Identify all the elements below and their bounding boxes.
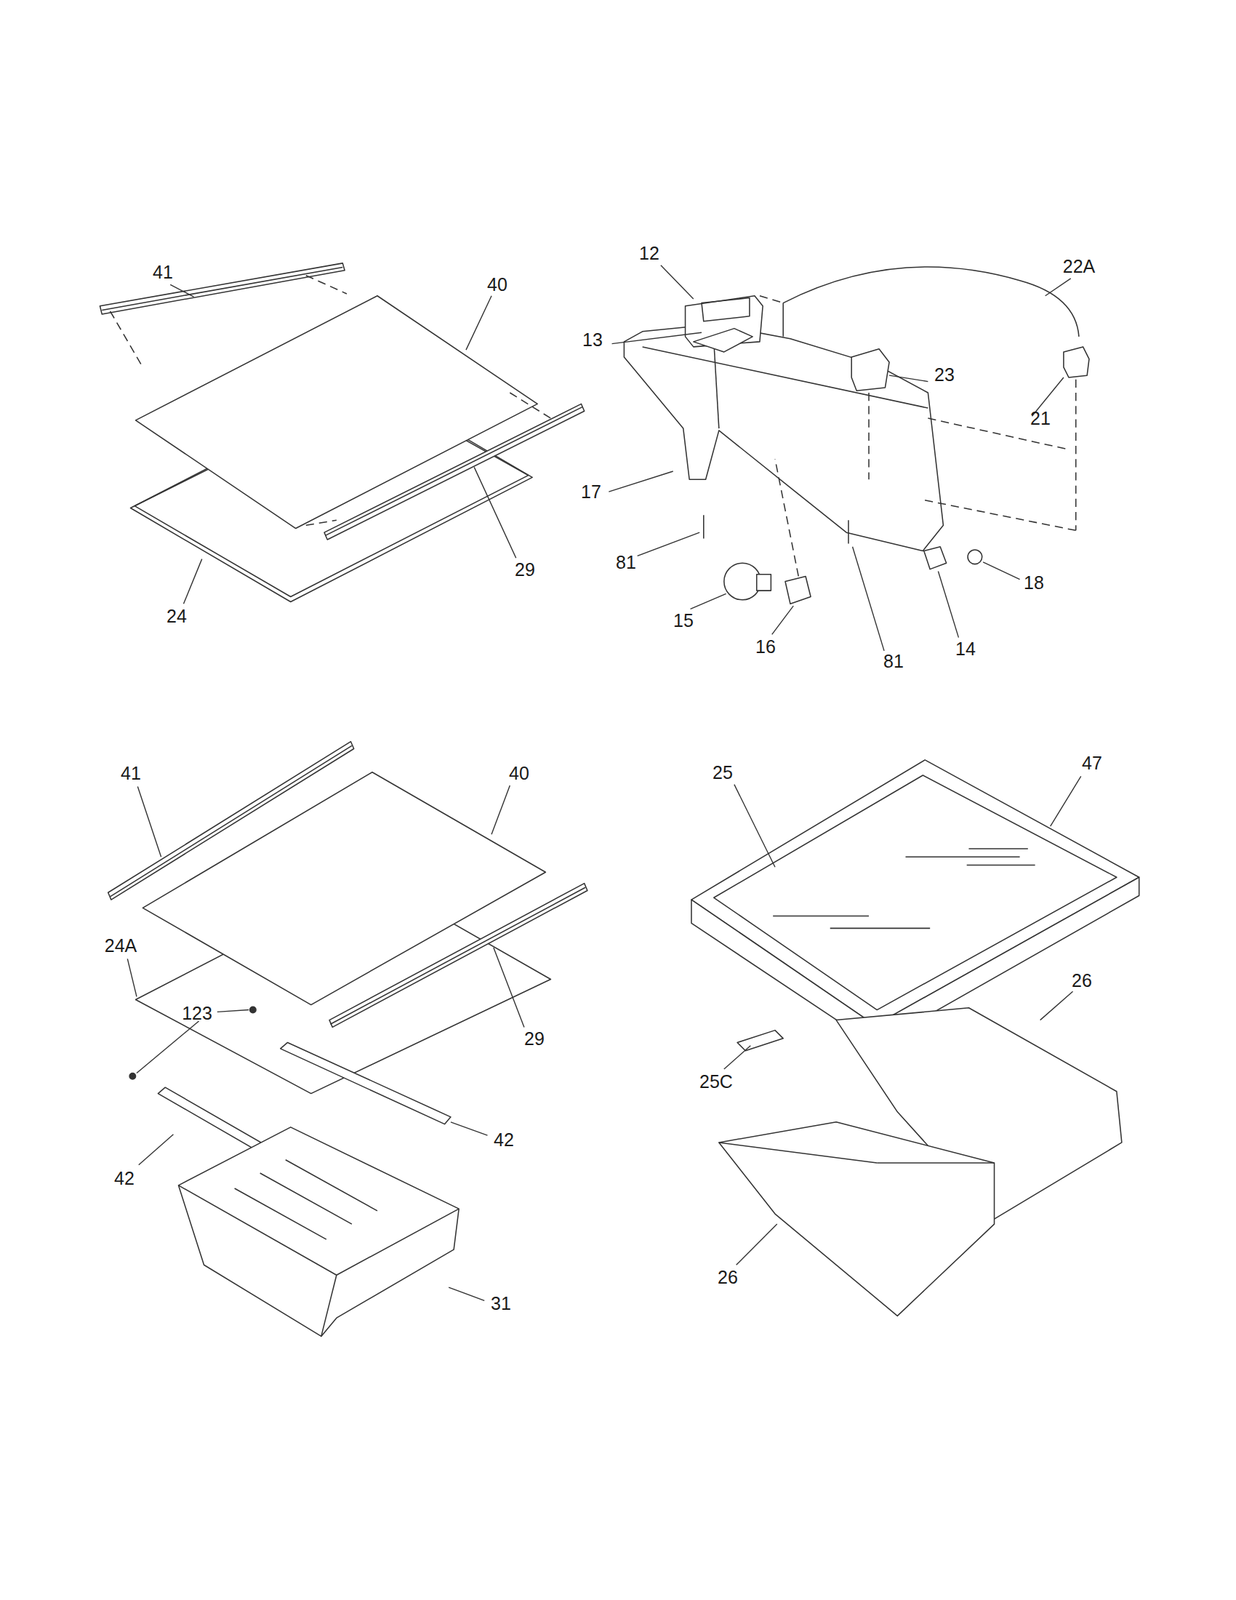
callout-number: 17 [580, 482, 602, 501]
callout-number: 12 [639, 244, 660, 263]
callout-number: 81 [883, 652, 904, 671]
callout-number: 40 [487, 275, 508, 294]
callout-number: 16 [755, 637, 776, 656]
crisper-assembly [691, 759, 1140, 1316]
callout-number: 41 [120, 764, 142, 783]
callout-number: 47 [1081, 753, 1103, 773]
callout-number: 15 [673, 611, 694, 630]
callout-number: 26 [717, 1267, 738, 1287]
callout-number: 24 [166, 607, 187, 626]
light-housing-assembly [623, 266, 1090, 604]
callout-number: 25 [712, 763, 733, 782]
callout-number: 31 [490, 1294, 512, 1313]
callout-number: 24A [104, 936, 137, 955]
leader-lines [127, 265, 1081, 1301]
callout-number: 81 [615, 553, 637, 572]
shelf-assembly [99, 263, 584, 603]
callout-number: 41 [152, 263, 174, 282]
callout-number: 22A [1062, 257, 1095, 276]
shelf-drawer-assembly [108, 741, 588, 1337]
callout-number: 123 [181, 1004, 213, 1023]
callout-number: 26 [1071, 971, 1093, 990]
callout-number: 25C [699, 1072, 733, 1091]
callout-number: 21 [1030, 409, 1051, 428]
callout-number: 29 [514, 560, 536, 579]
callout-number: 29 [524, 1029, 545, 1048]
callout-number: 40 [508, 764, 530, 783]
callout-number: 23 [934, 365, 955, 384]
callout-number: 18 [1023, 573, 1045, 592]
callout-number: 14 [955, 639, 976, 658]
callout-number: 13 [582, 330, 603, 349]
callout-number: 42 [493, 1130, 515, 1149]
callout-number: 42 [114, 1169, 135, 1188]
